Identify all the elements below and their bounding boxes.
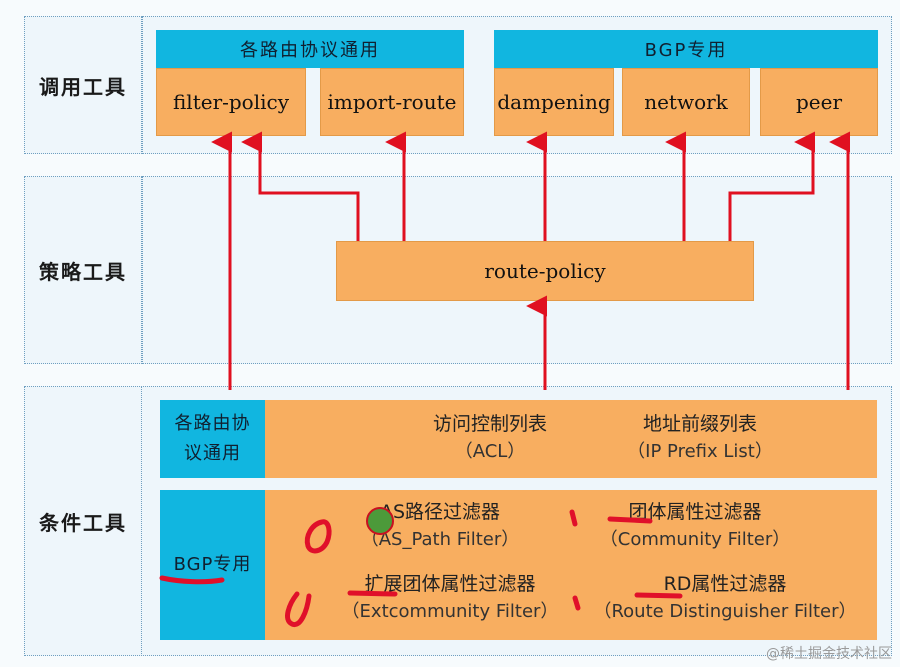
- rd-en: （Route Distinguisher Filter）: [593, 601, 857, 622]
- rd-item: RD属性过滤器 （Route Distinguisher Filter）: [575, 570, 875, 626]
- annotation-underline-community: [607, 516, 653, 524]
- annotation-mark-zero: [304, 519, 332, 554]
- bgp-conditions-label: BGP专用: [160, 490, 265, 640]
- acl-item: 访问控制列表 （ACL）: [390, 410, 590, 466]
- acl-en: （ACL）: [454, 441, 526, 462]
- arrow-route-policy-to-peer: [728, 131, 816, 241]
- annotation-mark-u: [285, 591, 312, 628]
- annotation-dot-community: [569, 509, 578, 527]
- ext-community-cn: 扩展团体属性过滤器: [364, 573, 536, 595]
- general-label-line1: 各路由协: [174, 413, 251, 434]
- policy-tier-label: 策略工具: [24, 176, 142, 364]
- rd-cn: RD属性过滤器: [663, 573, 787, 595]
- invoke-tier-label: 调用工具: [24, 16, 142, 154]
- ext-community-en: （Extcommunity Filter）: [341, 601, 559, 622]
- annotation-underline-ext: [347, 590, 398, 597]
- community-en: （Community Filter）: [599, 529, 791, 550]
- arrow-route-policy-to-filter-policy: [241, 131, 360, 241]
- as-path-cn: AS路径过滤器: [379, 501, 501, 523]
- dampening-box: dampening: [494, 68, 614, 136]
- all-protocols-header: 各路由协议通用: [156, 30, 464, 68]
- ip-prefix-en: （IP Prefix List）: [627, 441, 773, 462]
- peer-box: peer: [760, 68, 878, 136]
- general-label-line2: 议通用: [184, 443, 241, 464]
- watermark-text: @稀土掘金技术社区: [766, 646, 892, 662]
- annotation-underline-bgp: [159, 575, 225, 585]
- network-box: network: [622, 68, 750, 136]
- as-path-item: AS路径过滤器 （AS_Path Filter）: [330, 498, 550, 554]
- condition-tier-label: 条件工具: [24, 386, 142, 656]
- ip-prefix-cn: 地址前缀列表: [642, 413, 757, 435]
- bgp-only-header: BGP专用: [494, 30, 878, 68]
- annotation-dot-rd: [572, 595, 581, 611]
- as-path-en: （AS_Path Filter）: [360, 529, 520, 550]
- filter-policy-box: filter-policy: [156, 68, 306, 136]
- general-conditions-body: [265, 400, 877, 478]
- annotation-green-dot: [366, 507, 394, 535]
- community-cn: 团体属性过滤器: [628, 501, 762, 523]
- acl-cn: 访问控制列表: [432, 413, 547, 435]
- ip-prefix-item: 地址前缀列表 （IP Prefix List）: [590, 410, 810, 466]
- general-conditions-label: 各路由协 议通用: [160, 400, 265, 478]
- annotation-underline-rd: [634, 592, 683, 599]
- ext-community-item: 扩展团体属性过滤器 （Extcommunity Filter）: [325, 570, 575, 626]
- community-item: 团体属性过滤器 （Community Filter）: [580, 498, 810, 554]
